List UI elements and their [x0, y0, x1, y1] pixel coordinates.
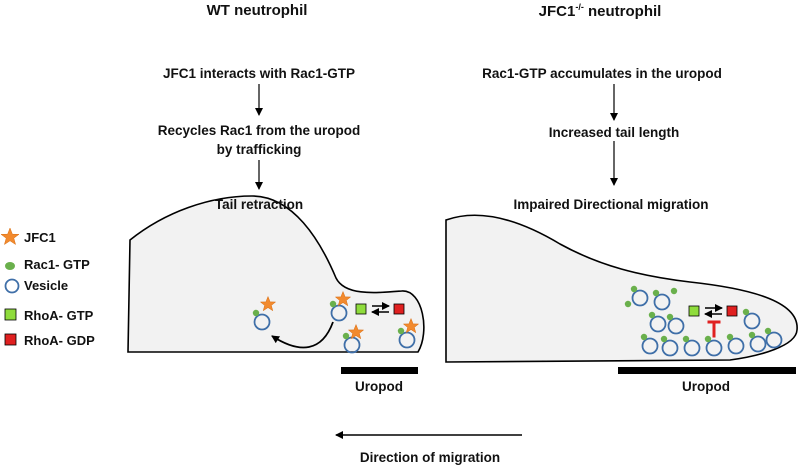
rac1-dot [252, 309, 260, 317]
rac1-dot [670, 287, 678, 295]
direction-label: Direction of migration [359, 450, 501, 465]
rac1-dot [342, 332, 350, 340]
jfc1-star [259, 295, 277, 312]
wt-cell [127, 195, 425, 353]
rac1-dot [329, 300, 337, 308]
vesicle [330, 304, 348, 322]
ko-rhoa-gtp [688, 305, 700, 317]
wt-uropod-bar [341, 367, 418, 374]
vesicle [253, 313, 271, 331]
jfc1-star [402, 317, 420, 334]
circle-icon [4, 278, 20, 294]
ko-title: JFC1-/- neutrophil [539, 2, 662, 20]
rac1-dot [666, 313, 674, 321]
legend-jfc1: JFC1 [24, 230, 56, 245]
rac1-dot [630, 285, 638, 293]
ko-title-sup: -/- [575, 2, 584, 12]
rac1-dot [640, 333, 648, 341]
ko-cell [445, 214, 798, 363]
vesicle [667, 317, 685, 335]
vesicle [743, 312, 761, 330]
ko-vesicles [631, 289, 783, 357]
rac1-dot [704, 335, 712, 343]
vesicle [705, 339, 723, 357]
green-square-icon [4, 308, 17, 321]
wt-title: WT neutrophil [206, 2, 308, 19]
ko-rac1 [624, 285, 772, 343]
wt-uropod-label: Uropod [355, 379, 403, 394]
jfc1-star [334, 290, 352, 307]
wt-rac1 [252, 300, 405, 340]
vesicle [631, 289, 649, 307]
rac1-dot [682, 335, 690, 343]
rac1-dot [660, 335, 668, 343]
red-square-icon [4, 333, 17, 346]
ko-uropod-label: Uropod [682, 379, 730, 394]
vesicle [727, 337, 745, 355]
ko-step-2: Increased tail length [548, 125, 680, 140]
ko-title-rest: neutrophil [583, 3, 662, 20]
rac1-dot [726, 333, 734, 341]
ko-uropod-bar [618, 367, 796, 374]
legend-rhoa-gtp: RhoA- GTP [24, 308, 94, 323]
legend-vesicle: Vesicle [24, 278, 69, 293]
legend-rac1: Rac1- GTP [24, 257, 90, 272]
ko-rhoa-gdp [726, 305, 738, 317]
wt-rhoa-gtp [355, 303, 367, 315]
rac1-dot [648, 311, 656, 319]
wt-step-2b: by trafficking [216, 142, 302, 157]
legend-rhoa-gdp: RhoA- GDP [24, 333, 95, 348]
wt-step-3: Tail retraction [214, 197, 304, 212]
rac1-dot [397, 327, 405, 335]
vesicle [398, 331, 416, 349]
star-icon [0, 227, 20, 246]
vesicle [749, 335, 767, 353]
green-dot-icon [5, 262, 15, 270]
inhibition-symbol [707, 320, 721, 338]
wt-step-1: JFC1 interacts with Rac1-GTP [162, 66, 356, 81]
wt-jfc1 [259, 290, 420, 340]
rac1-dot [624, 300, 632, 308]
vesicle [661, 339, 679, 357]
wt-rhoa-gdp [393, 303, 405, 315]
vesicle [683, 339, 701, 357]
wt-trafficking-arrow [271, 321, 334, 349]
rac1-dot [748, 331, 756, 339]
vesicle [653, 293, 671, 311]
ko-step-3: Impaired Directional migration [513, 197, 709, 212]
ko-step-1: Rac1-GTP accumulates in the uropod [482, 66, 722, 81]
vesicle [641, 337, 659, 355]
vesicle [765, 331, 783, 349]
wt-step-2: Recycles Rac1 from the uropod [157, 123, 361, 138]
rac1-dot [764, 327, 772, 335]
wt-vesicles [253, 304, 416, 354]
jfc1-star [347, 323, 365, 340]
rac1-dot [652, 289, 660, 297]
vesicle [649, 315, 667, 333]
ko-title-main: JFC1 [538, 3, 576, 20]
rac1-dot [742, 308, 750, 316]
